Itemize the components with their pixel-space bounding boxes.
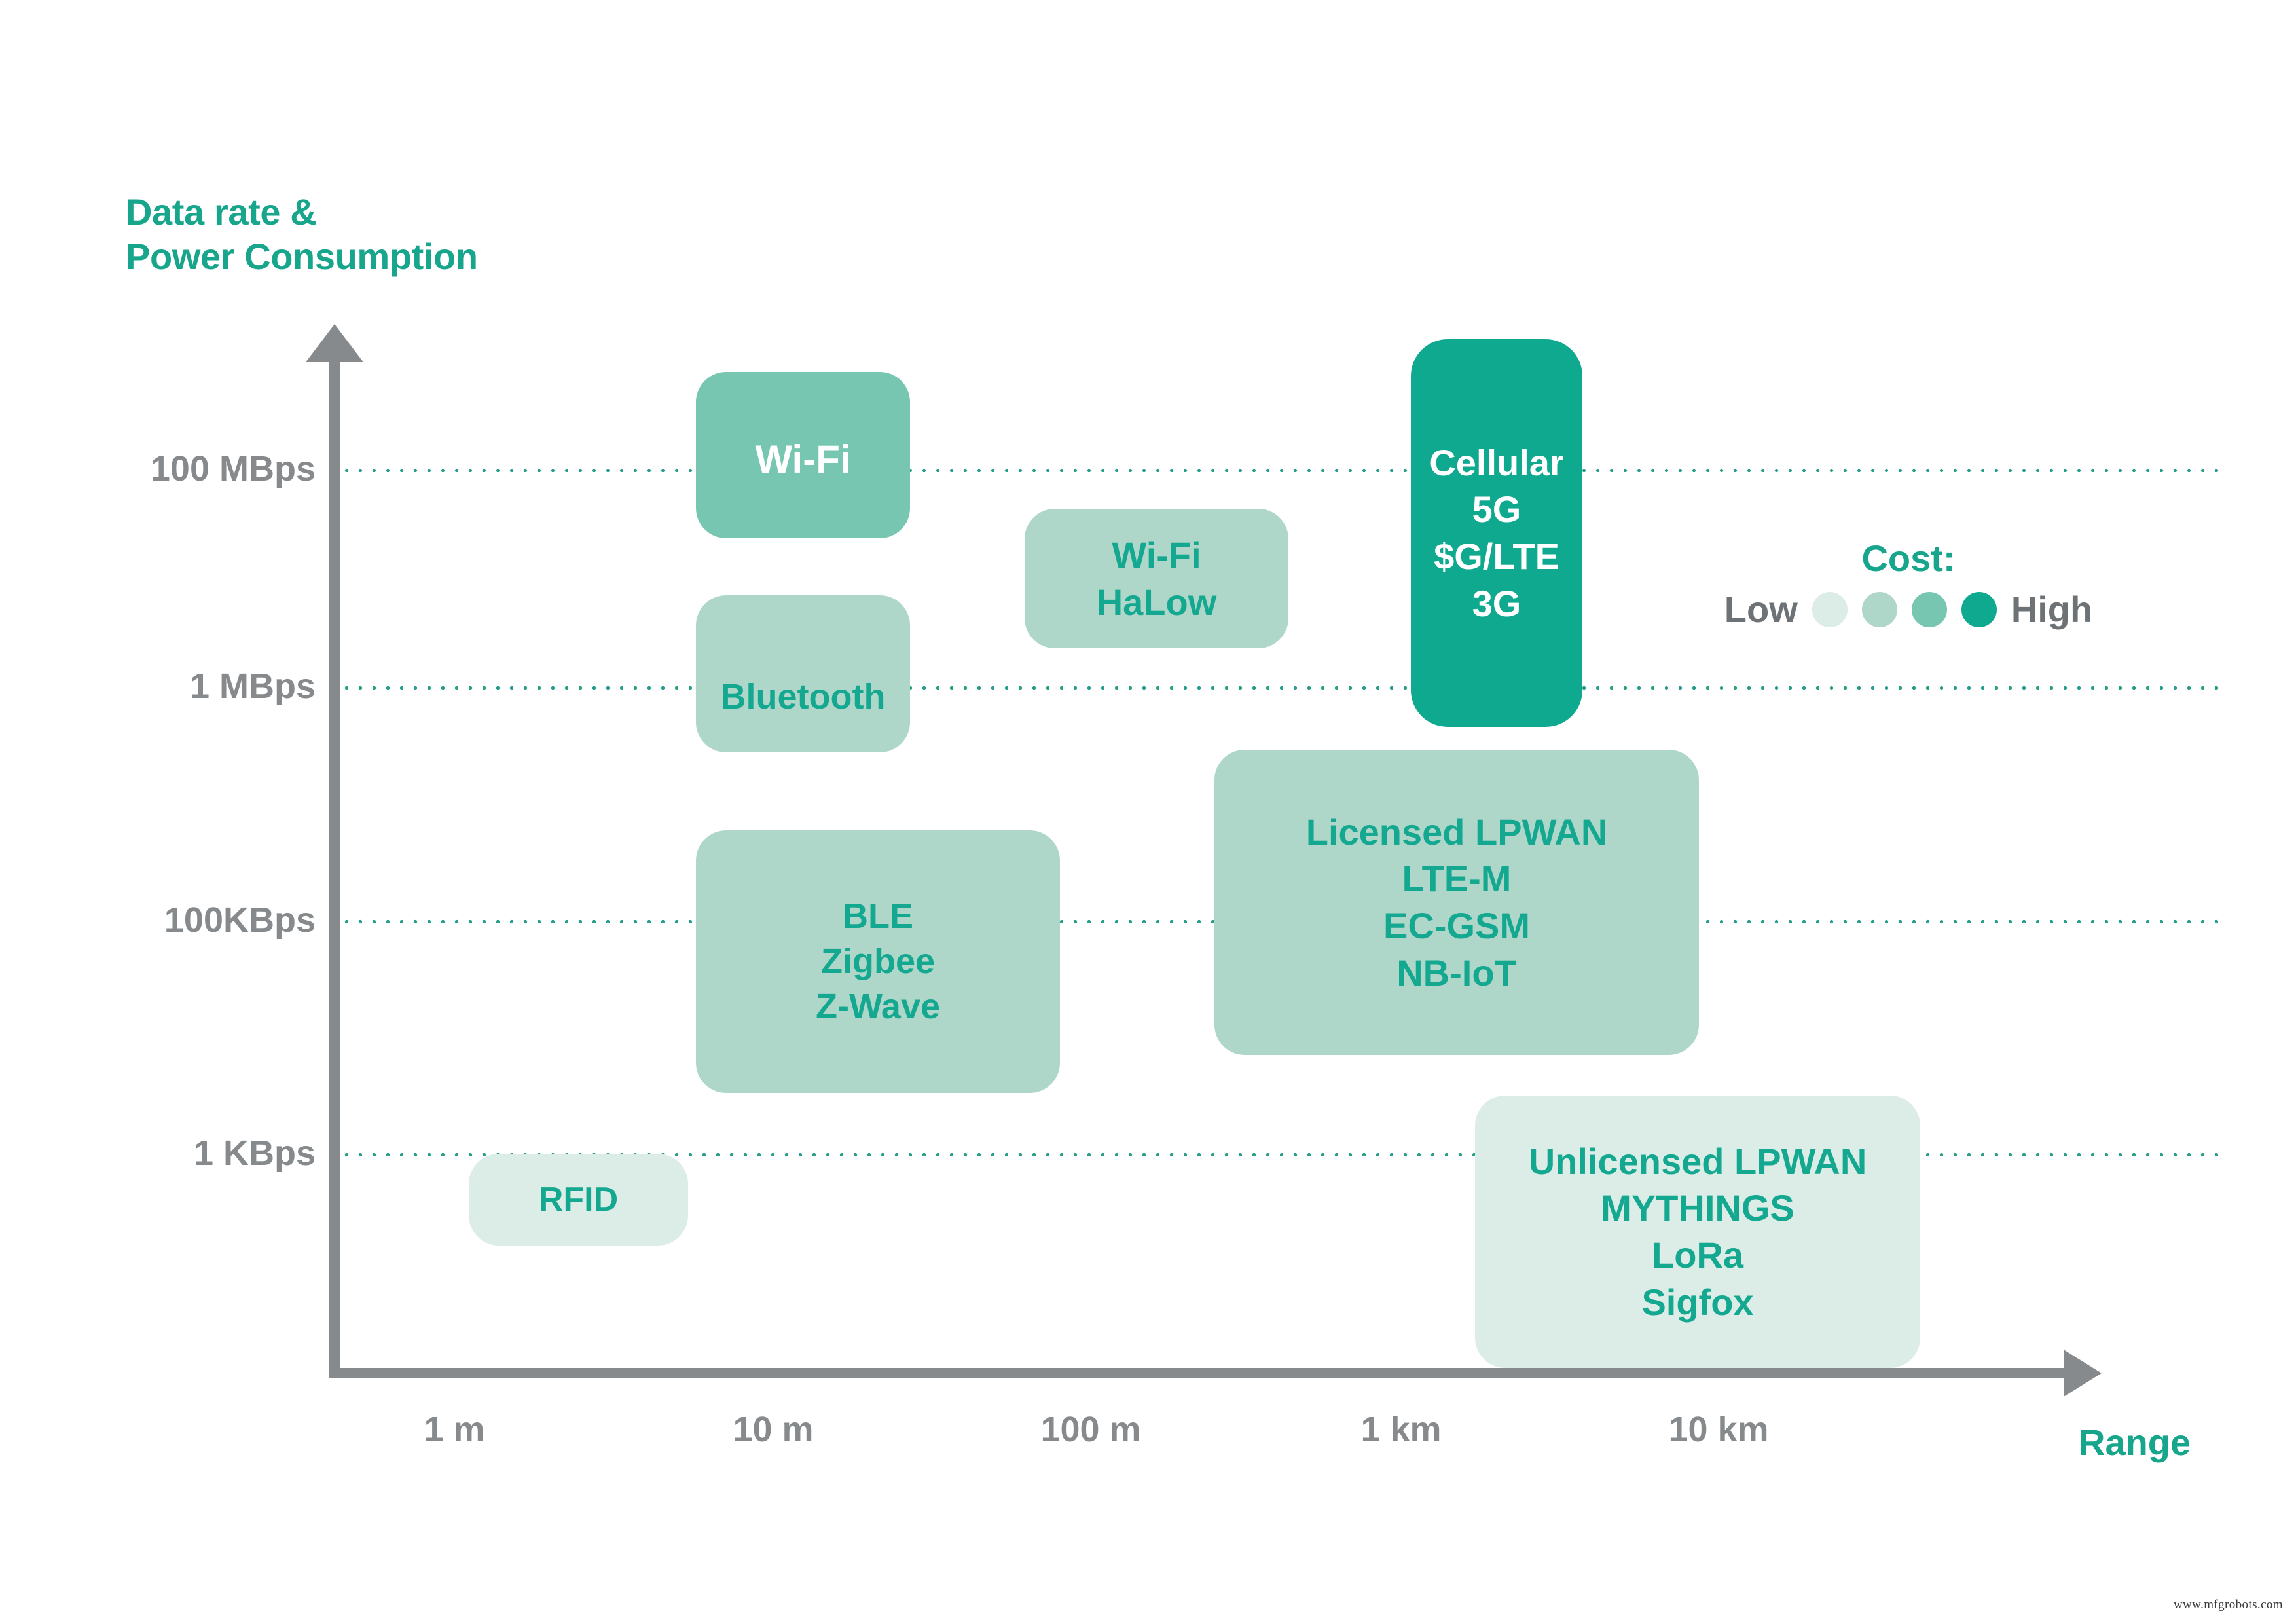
tech-label-line: HaLow — [1096, 581, 1217, 623]
cost-swatch-1-icon — [1812, 591, 1848, 627]
tech-label-line: Sigfox — [1641, 1281, 1754, 1323]
tech-label-line: BLE — [843, 896, 913, 936]
tech-box-cellular[interactable]: Cellular 5G $G/LTE 3G — [1411, 339, 1582, 727]
tech-box-wifi[interactable]: Wi-Fi — [696, 372, 910, 538]
x-axis-title: Range — [2079, 1422, 2191, 1463]
x-tick-label-100m: 100 m — [1040, 1410, 1141, 1449]
tech-label-line: Wi-Fi — [1112, 534, 1201, 576]
gridline-1kbps — [340, 1153, 2229, 1157]
tech-label-line: EC-GSM — [1383, 905, 1530, 946]
tech-label-line: 5G — [1472, 489, 1522, 530]
x-axis-arrowhead-icon — [2064, 1350, 2102, 1397]
cost-legend-high-label: High — [2011, 589, 2093, 630]
x-tick-label-1km: 1 km — [1360, 1410, 1442, 1449]
tech-label-line: NB-IoT — [1396, 951, 1517, 993]
tech-label-line: MYTHINGS — [1601, 1187, 1795, 1229]
tech-label-line: Cellular — [1429, 441, 1564, 483]
gridline-1mbps — [340, 686, 2229, 690]
x-tick-label-10m: 10 m — [733, 1410, 814, 1449]
tech-box-wifi-halow[interactable]: Wi-Fi HaLow — [1025, 509, 1288, 648]
y-axis-line — [329, 347, 340, 1378]
y-tick-label-100mbps: 100 MBps — [150, 449, 316, 489]
y-tick-label-1mbps: 1 MBps — [189, 667, 316, 706]
tech-box-licensed-lpwan[interactable]: Licensed LPWAN LTE-M EC-GSM NB-IoT — [1214, 750, 1699, 1055]
cost-legend-title: Cost: — [1861, 538, 1956, 579]
tech-label-line: Z-Wave — [815, 987, 941, 1027]
y-axis-title: Data rate & Power Consumption — [126, 191, 478, 278]
tech-label-line: Wi-Fi — [755, 437, 851, 481]
y-tick-label-1kbps: 1 KBps — [193, 1134, 316, 1173]
x-tick-label-10km: 10 km — [1668, 1410, 1769, 1449]
tech-box-unlicensed-lpwan[interactable]: Unlicensed LPWAN MYTHINGS LoRa Sigfox — [1475, 1096, 1920, 1368]
cost-legend: Cost: Low High — [1673, 537, 2144, 648]
y-tick-label-100kbps: 100KBps — [164, 900, 316, 940]
tech-box-ble-zigbee-zwave[interactable]: BLE Zigbee Z-Wave — [696, 830, 1060, 1093]
tech-box-rfid[interactable]: RFID — [469, 1154, 688, 1246]
tech-label-line: Zigbee — [820, 941, 936, 981]
tech-label-line: Unlicensed LPWAN — [1528, 1140, 1867, 1182]
tech-label-line: Licensed LPWAN — [1305, 811, 1608, 853]
tech-label-line: RFID — [538, 1180, 619, 1219]
x-axis-line — [329, 1368, 2069, 1378]
cost-swatch-4-icon — [1961, 591, 1997, 627]
cost-legend-swatches — [1812, 591, 1997, 627]
cost-swatch-3-icon — [1911, 591, 1947, 627]
tech-label-line: 3G — [1472, 582, 1522, 624]
cost-swatch-2-icon — [1861, 591, 1897, 627]
gridline-100mbps — [340, 468, 2229, 473]
x-tick-label-1m: 1 m — [424, 1410, 485, 1449]
cost-legend-scale: Low High — [1673, 588, 2144, 631]
cost-legend-low-label: Low — [1724, 589, 1798, 630]
tech-label-line: LTE-M — [1402, 858, 1512, 900]
site-watermark: www.mfgrobots.com — [2173, 1598, 2283, 1612]
tech-label-line: Bluetooth — [720, 676, 886, 716]
tech-box-bluetooth[interactable]: Bluetooth — [696, 595, 910, 752]
tech-label-line: $G/LTE — [1434, 536, 1559, 577]
tech-label-line: LoRa — [1652, 1234, 1743, 1276]
